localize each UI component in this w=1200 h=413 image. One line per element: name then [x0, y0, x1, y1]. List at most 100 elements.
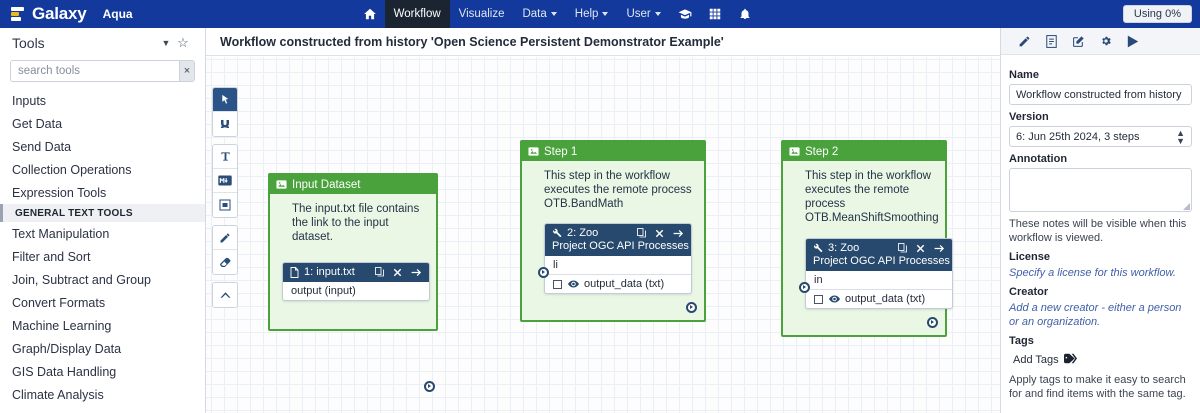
run-icon[interactable] — [1119, 28, 1146, 55]
tool-item-filter-and-sort[interactable]: Filter and Sort — [12, 249, 91, 264]
node-header-step-1[interactable]: Step 1 — [522, 142, 704, 161]
gear-icon[interactable] — [1092, 28, 1119, 55]
nav-item-visualize[interactable]: Visualize — [450, 0, 514, 28]
chevron-down-icon[interactable]: ▼ — [161, 38, 171, 48]
grid-apps-icon[interactable] — [700, 0, 730, 28]
workflow-node-step-2[interactable]: Step 2 This step in the workflow execute… — [781, 140, 953, 337]
stepbox-output-3[interactable]: output_data (txt) — [806, 290, 952, 308]
markdown-comment-icon[interactable] — [213, 169, 237, 193]
pointer-icon[interactable] — [213, 88, 237, 112]
node-header-input-dataset[interactable]: Input Dataset — [270, 175, 436, 194]
report-icon[interactable] — [1038, 28, 1065, 55]
tool-item-graph-display-data[interactable]: Graph/Display Data — [12, 341, 122, 356]
stepbox-header-3[interactable]: 3: Zoo Project OGC API Processes — [806, 239, 952, 271]
stepbox-input-dataset[interactable]: 1: input.txt — [282, 262, 430, 301]
tool-item-get-data[interactable]: Get Data — [12, 116, 63, 131]
creator-label: Creator — [1009, 286, 1049, 298]
collapse-chevron-icon[interactable] — [213, 283, 237, 307]
node-header-step-2[interactable]: Step 2 — [783, 142, 945, 161]
stepbox-step-2[interactable]: 3: Zoo Project OGC API Processes — [805, 238, 953, 309]
output-terminal-1[interactable] — [424, 381, 435, 392]
tool-section-general-text-tools[interactable]: GENERAL TEXT TOOLS — [0, 204, 205, 222]
tool-item-collection-operations[interactable]: Collection Operations — [12, 162, 132, 177]
graduation-cap-icon[interactable] — [670, 0, 700, 28]
tool-item-gis-data-handling[interactable]: GIS Data Handling — [12, 364, 117, 379]
bell-icon[interactable] — [730, 0, 760, 28]
edit-pencil-icon[interactable] — [1011, 28, 1038, 55]
workflow-editor-header: Workflow constructed from history 'Open … — [206, 28, 1000, 56]
tool-item-inputs[interactable]: Inputs — [12, 93, 47, 108]
attributes-body: Name Version 6: Jun 25th 2024, 3 steps ▲… — [1001, 55, 1200, 401]
stepbox-step-1[interactable]: 2: Zoo Project OGC API Processes — [544, 223, 692, 294]
license-link[interactable]: Specify a license for this workflow. — [1009, 267, 1176, 279]
stepbox-title-3: 3: Zoo — [828, 242, 860, 254]
eraser-icon[interactable] — [213, 250, 237, 274]
duplicate-icon[interactable] — [898, 243, 907, 253]
input-terminal-3[interactable] — [799, 282, 810, 293]
output-terminal-2[interactable] — [686, 302, 697, 313]
node-description-input-dataset: The input.txt file contains the link to … — [292, 203, 420, 243]
workflow-node-step-1[interactable]: Step 1 This step in the workflow execute… — [520, 140, 706, 322]
stepbox-input-2[interactable]: li — [545, 256, 691, 275]
annotation-textarea[interactable] — [1009, 168, 1192, 212]
freehand-pen-icon[interactable] — [213, 226, 237, 250]
license-label: License — [1009, 251, 1050, 263]
edit-attributes-icon[interactable] — [1065, 28, 1092, 55]
spinner-updown-icon: ▲▼ — [1176, 127, 1185, 146]
nav-item-workflow[interactable]: Workflow — [384, 0, 450, 28]
eye-visible-icon[interactable] — [568, 280, 579, 288]
tool-search-group[interactable]: × — [10, 60, 195, 82]
search-input[interactable] — [11, 61, 179, 81]
version-label: Version — [1009, 111, 1049, 123]
output-checkbox-3[interactable] — [814, 294, 823, 304]
stepbox-output-2[interactable]: output_data (txt) — [545, 275, 691, 293]
output-checkbox-2[interactable] — [553, 279, 562, 289]
workflow-node-input-dataset[interactable]: Input Dataset The input.txt file contain… — [268, 173, 438, 392]
remove-icon[interactable] — [393, 268, 402, 277]
text-comment-icon[interactable] — [213, 145, 237, 169]
stepbox-header-2[interactable]: 2: Zoo Project OGC API Processes — [545, 224, 691, 256]
insert-icon[interactable] — [411, 268, 422, 277]
tags-help-text: Apply tags to make it easy to search for… — [1009, 374, 1186, 400]
stepbox-input-3[interactable]: in — [806, 271, 952, 290]
tool-item-expression-tools[interactable]: Expression Tools — [12, 185, 107, 200]
frame-comment-icon[interactable] — [213, 193, 237, 217]
tool-item-machine-learning[interactable]: Machine Learning — [12, 318, 112, 333]
remove-icon[interactable] — [916, 244, 925, 253]
input-terminal-2[interactable] — [538, 267, 549, 278]
tools-panel-header: Tools ▼ ☆ — [0, 28, 205, 58]
tool-item-join-subtract-and-group[interactable]: Join, Subtract and Group — [12, 272, 151, 287]
output-terminal-3[interactable] — [927, 317, 938, 328]
creator-link[interactable]: Add a new creator - either a person or a… — [1009, 302, 1182, 328]
tool-item-send-data[interactable]: Send Data — [12, 139, 72, 154]
workflow-version-select[interactable]: 6: Jun 25th 2024, 3 steps ▲▼ — [1009, 126, 1192, 147]
stepbox-header-1[interactable]: 1: input.txt — [283, 263, 429, 282]
clear-search-icon[interactable]: × — [179, 61, 194, 81]
remove-icon[interactable] — [655, 229, 664, 238]
tool-item-climate-analysis[interactable]: Climate Analysis — [12, 387, 104, 402]
duplicate-icon[interactable] — [637, 228, 646, 238]
chevron-down-icon — [602, 12, 609, 16]
magnet-icon[interactable] — [213, 112, 237, 136]
stepbox-output-1[interactable]: output (input) — [291, 285, 356, 297]
file-icon — [290, 266, 299, 278]
eye-visible-icon[interactable] — [829, 295, 840, 303]
workflow-canvas[interactable]: Input Dataset The input.txt file contain… — [206, 57, 1000, 413]
tool-item-convert-formats[interactable]: Convert Formats — [12, 295, 106, 310]
tool-item-text-manipulation[interactable]: Text Manipulation — [12, 226, 110, 241]
usage-badge[interactable]: Using 0% — [1122, 5, 1192, 23]
nav-item-data[interactable]: Data — [513, 0, 565, 28]
add-tags-button[interactable]: Add Tags — [1009, 352, 1081, 368]
insert-icon[interactable] — [673, 229, 684, 238]
workflow-name-input[interactable] — [1009, 84, 1192, 105]
nav-home-icon[interactable] — [355, 0, 385, 28]
workflow-attributes-panel: Name Version 6: Jun 25th 2024, 3 steps ▲… — [1000, 28, 1200, 413]
duplicate-icon[interactable] — [375, 267, 384, 277]
nav-item-help[interactable]: Help — [566, 0, 618, 28]
nav-item-user[interactable]: User — [617, 0, 669, 28]
favorites-star-icon[interactable]: ☆ — [177, 35, 189, 50]
insert-icon[interactable] — [934, 244, 945, 253]
nav-item-data-label: Data — [522, 8, 547, 20]
brand-logo-group[interactable]: Galaxy — [0, 4, 87, 24]
